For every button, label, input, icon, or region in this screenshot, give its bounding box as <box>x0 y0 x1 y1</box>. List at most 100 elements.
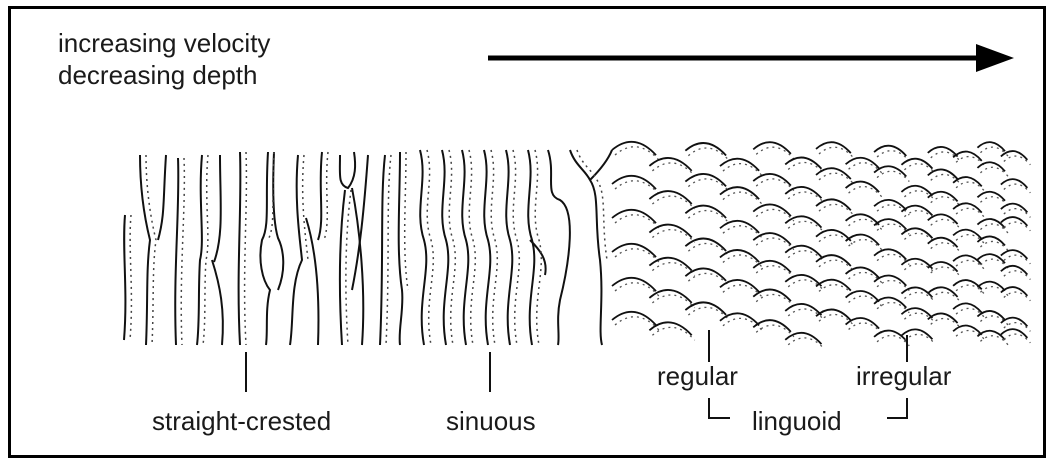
linguoid-crest-dots <box>1004 334 1031 343</box>
linguoid-crest <box>649 290 691 303</box>
linguoid-crest-dots <box>877 336 909 346</box>
linguoid-crest <box>846 214 879 225</box>
linguoid-crest <box>612 210 656 223</box>
linguoid-crest <box>816 142 851 153</box>
linguoid-crest <box>685 238 726 250</box>
linguoid-crest-dots <box>615 283 659 296</box>
linguoid-crest <box>1001 179 1028 188</box>
linguoid-crest-dots <box>956 285 985 294</box>
linguoid-crest <box>720 313 759 325</box>
linguoid-crest-dots <box>615 147 659 160</box>
linguoid-crest-dots <box>849 272 882 283</box>
linguoid-crest-dots <box>756 238 794 250</box>
linguoid-crest-dots <box>849 240 882 251</box>
linguoid-crest-dots <box>688 179 729 191</box>
linguoid-crest-dots <box>723 164 762 176</box>
linguoid-crest <box>1001 250 1028 259</box>
linguoid-crest <box>846 291 879 302</box>
linguoid-crest-dots <box>1004 271 1031 280</box>
linguoid-crest-dots <box>849 219 882 230</box>
linguoid-crest <box>649 191 691 204</box>
linguoid-crest-dots <box>980 241 1008 250</box>
linguoid-crest-dots <box>980 336 1008 345</box>
linguoid-crest-dots <box>931 267 961 277</box>
linguoid-crest-dots <box>849 163 882 174</box>
linguoid-crest <box>685 143 726 155</box>
linguoid-crest-dots <box>1004 209 1031 218</box>
linguoid-crest <box>1001 287 1028 296</box>
linguoid-crest-dots <box>819 204 854 215</box>
linguoid-crest-dots <box>931 318 961 328</box>
linguoid-crest <box>612 176 656 189</box>
linguoid-crest <box>753 204 791 216</box>
linguoid-crest-dots <box>1004 156 1031 165</box>
linguoid-crest <box>612 244 656 257</box>
sinuous-ripples <box>420 150 612 345</box>
header-line-2: decreasing depth <box>58 60 257 90</box>
linguoid-crest-dots <box>931 174 961 184</box>
linguoid-crest-dots <box>849 187 882 198</box>
linguoid-crest-dots <box>877 151 909 161</box>
linguoid-crest-dots <box>956 182 985 191</box>
linguoid-crest-dots <box>756 325 794 337</box>
linguoid-crest-dots <box>956 208 985 217</box>
linguoid-crest-dots <box>756 209 794 221</box>
linguoid-crest-dots <box>819 235 854 246</box>
linguoid-crest <box>874 146 906 156</box>
linguoid-crest <box>874 249 906 259</box>
linguoid-crest-dots <box>956 330 985 339</box>
linguoid-crest-dots <box>931 243 961 253</box>
label-irregular: irregular <box>856 361 952 391</box>
linguoid-crest-dots <box>819 173 854 184</box>
header-line-1: increasing velocity <box>58 28 270 58</box>
linguoid-crest <box>685 206 726 218</box>
linguoid-crest <box>720 250 759 262</box>
linguoid-crest-dots <box>756 147 794 159</box>
linguoid-crest-dots <box>1004 255 1031 264</box>
linguoid-crest <box>846 182 879 193</box>
linguoid-crest <box>753 261 791 273</box>
linguoid-crest <box>874 200 906 210</box>
linguoid-crest-dots <box>1004 184 1031 193</box>
linguoid-crest-dots <box>723 226 762 238</box>
linguoid-crest-dots <box>904 313 935 323</box>
linguoid-crest-dots <box>931 197 961 207</box>
linguoid-crest <box>1001 318 1028 327</box>
linguoid-crest-dots <box>819 285 854 296</box>
linguoid-crest-dots <box>615 249 659 262</box>
label-regular: regular <box>657 361 738 391</box>
linguoid-crest-dots <box>615 181 659 194</box>
linguoid-crest <box>720 280 759 292</box>
linguoid-crest <box>612 312 656 325</box>
linguoid-crest-dots <box>756 266 794 278</box>
linguoid-crest <box>685 174 726 186</box>
linguoid-crest <box>649 158 691 171</box>
straight-crested-ripples <box>124 152 402 345</box>
direction-arrow <box>488 44 1014 72</box>
linguoid-crest-dots <box>931 219 961 229</box>
linguoid-crest <box>649 258 691 271</box>
linguoid-crest <box>720 159 759 171</box>
label-sinuous: sinuous <box>446 406 536 436</box>
linguoid-crest-dots <box>980 167 1008 176</box>
linguoid-crest <box>816 230 851 241</box>
linguoid-crest <box>753 142 791 154</box>
linguoid-crest-dots <box>980 224 1008 233</box>
linguoid-crest-dots <box>756 294 794 306</box>
linguoid-crest-dots <box>788 280 824 291</box>
linguoid-crest-dots <box>904 211 935 221</box>
linguoid-crest-dots <box>1004 222 1031 231</box>
linguoid-crest <box>874 297 906 307</box>
linguoid-crest-dots <box>688 211 729 223</box>
linguoid-crest-dots <box>980 287 1008 296</box>
linguoid-ripples <box>612 142 1030 349</box>
label-linguoid: linguoid <box>752 406 842 436</box>
linguoid-crest-dots <box>931 152 961 162</box>
linguoid-crest-dots <box>652 196 694 209</box>
linguoid-crest <box>720 221 759 233</box>
linguoid-crest-dots <box>980 197 1008 206</box>
linguoid-crest-dots <box>956 260 985 269</box>
label-ticks <box>246 330 907 418</box>
linguoid-crest-dots <box>819 147 854 158</box>
